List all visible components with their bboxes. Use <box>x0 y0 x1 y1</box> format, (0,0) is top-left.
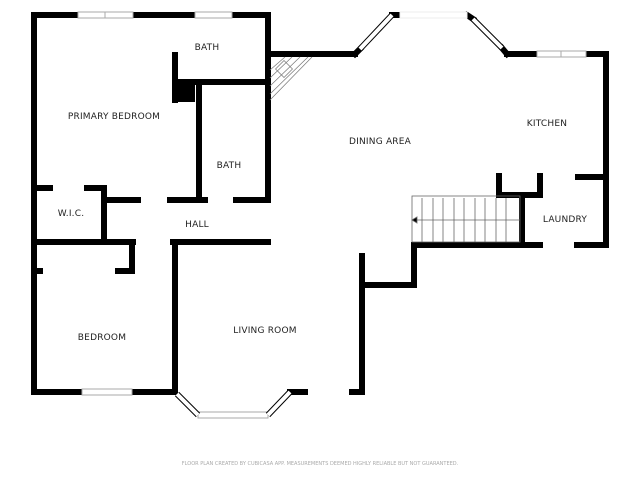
room-label-bedroom: BEDROOM <box>77 333 127 343</box>
room-label-kitchen: KITCHEN <box>526 119 568 129</box>
room-label-hall: HALL <box>185 220 209 230</box>
room-label-living-room: LIVING ROOM <box>233 326 297 336</box>
room-label-bath-upper: BATH <box>194 43 220 53</box>
room-label-bath-lower: BATH <box>216 161 242 171</box>
room-label-primary-bedroom: PRIMARY BEDROOM <box>67 112 161 122</box>
fireplace <box>269 56 313 101</box>
room-label-laundry: LAUNDRY <box>542 215 588 225</box>
footer-disclaimer: FLOOR PLAN CREATED BY CUBICASA APP. MEAS… <box>181 461 459 467</box>
staircase <box>411 195 521 243</box>
room-label-dining-area: DINING AREA <box>349 137 411 147</box>
room-label-wic: W.I.C. <box>57 209 85 219</box>
chimney-block <box>172 80 195 102</box>
windows <box>77 11 587 419</box>
walls <box>31 10 609 395</box>
